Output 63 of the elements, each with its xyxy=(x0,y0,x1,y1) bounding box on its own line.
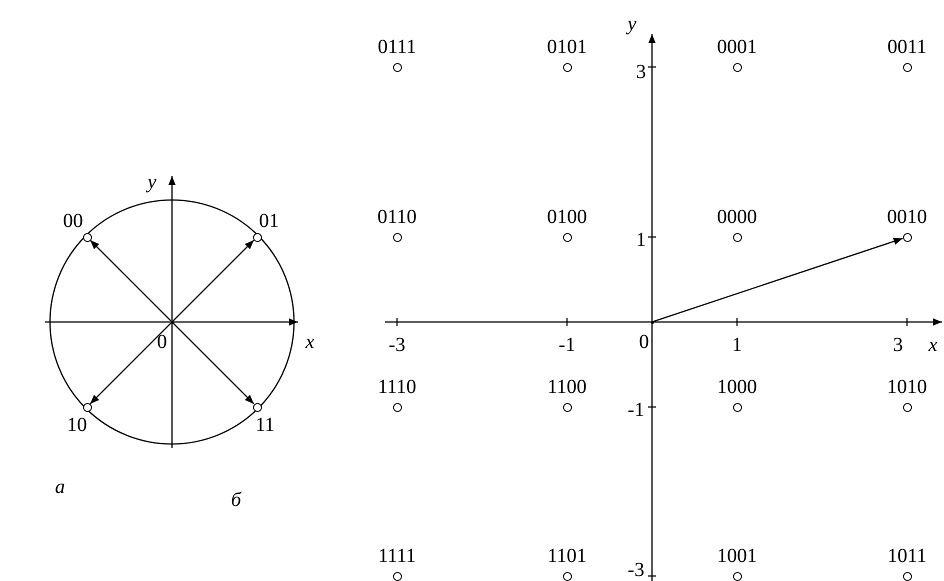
point-label: 0011 xyxy=(887,37,927,57)
constellation-point xyxy=(392,402,402,412)
tick-label: 1 xyxy=(732,335,742,355)
constellation-point xyxy=(252,402,262,412)
point-label: 0101 xyxy=(547,37,587,57)
axis-label: x xyxy=(928,335,938,355)
constellation-point xyxy=(732,232,742,242)
constellation-point xyxy=(732,402,742,412)
point-label: 10 xyxy=(67,415,87,435)
tick-label: 3 xyxy=(636,62,646,82)
point-label: 1010 xyxy=(887,377,927,397)
constellation-point xyxy=(82,402,92,412)
axis-label: y xyxy=(148,172,156,192)
constellation-point xyxy=(732,572,742,580)
tick-label: -1 xyxy=(558,335,576,355)
origin-point xyxy=(650,320,654,324)
point-label: 1001 xyxy=(717,546,757,566)
tick-label: 1 xyxy=(636,230,646,250)
constellation-point xyxy=(562,572,572,580)
point-label: 1100 xyxy=(547,377,587,397)
point-label: 0110 xyxy=(377,207,417,227)
constellation-point xyxy=(392,572,402,580)
origin-label: 0 xyxy=(639,332,649,352)
point-label: 1000 xyxy=(717,377,757,397)
point-label: 0111 xyxy=(378,37,416,57)
constellation-point xyxy=(82,232,92,242)
point-label: 1111 xyxy=(378,546,416,566)
constellation-point xyxy=(902,62,912,72)
point-label: 1101 xyxy=(547,546,587,566)
vector-arrow xyxy=(90,240,172,322)
vector-arrow xyxy=(172,322,254,404)
constellation-point xyxy=(562,62,572,72)
origin-label: 0 xyxy=(157,332,167,352)
point-label: 11 xyxy=(255,415,275,435)
constellation-point xyxy=(902,232,912,242)
axis-label: x xyxy=(306,332,314,352)
point-label: 01 xyxy=(259,211,279,231)
axis-label: y xyxy=(628,14,636,34)
vector-arrow xyxy=(172,240,254,322)
vector-arrow xyxy=(653,238,903,322)
tick-label: -1 xyxy=(628,400,644,420)
point-label: 0010 xyxy=(887,207,927,227)
constellation-point xyxy=(732,62,742,72)
constellation-point xyxy=(252,232,262,242)
vector-arrow xyxy=(90,322,172,404)
constellation-point xyxy=(392,62,402,72)
point-label: 1011 xyxy=(887,546,927,566)
point-label: 0100 xyxy=(547,207,587,227)
origin-point xyxy=(170,320,174,324)
constellation-point xyxy=(392,232,402,242)
point-label: 00 xyxy=(63,211,83,231)
tick-label: -3 xyxy=(628,560,644,580)
point-label: 1110 xyxy=(378,377,416,397)
constellation-point xyxy=(562,402,572,412)
panel-letter: а xyxy=(55,477,65,497)
tick-label: -3 xyxy=(388,335,406,355)
constellation-point xyxy=(902,572,912,580)
tick-label: 3 xyxy=(893,335,903,355)
point-label: 0001 xyxy=(717,37,757,57)
panel-letter: б xyxy=(230,490,242,510)
constellation-point xyxy=(562,232,572,242)
constellation-point xyxy=(902,402,912,412)
point-label: 0000 xyxy=(717,207,757,227)
